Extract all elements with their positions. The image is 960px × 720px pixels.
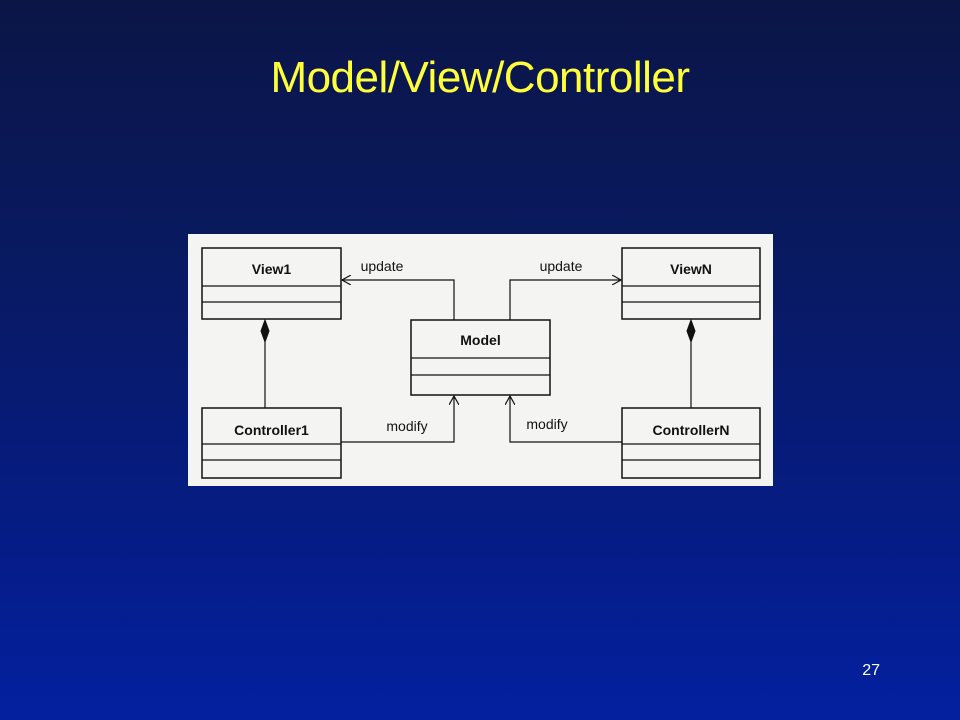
model-class-name: Model (460, 332, 500, 348)
controllerN-class: ControllerN (621, 407, 761, 479)
update-label-left: update (361, 258, 404, 274)
page-number: 27 (862, 662, 880, 679)
view1-class: View1 (201, 247, 342, 320)
update-edge-left: update (342, 258, 455, 320)
view1-controller1-composition (260, 318, 270, 408)
controllerN-class-name: ControllerN (653, 422, 730, 438)
mvc-class-diagram: View1 ViewN Model Controller1 (188, 234, 773, 486)
update-edge-right: update (509, 258, 621, 320)
controller1-class: Controller1 (201, 407, 342, 479)
controller1-class-name: Controller1 (234, 422, 309, 438)
viewN-controllerN-composition (686, 318, 696, 408)
viewN-class: ViewN (621, 247, 761, 320)
modify-label-left: modify (386, 418, 427, 434)
slide-title: Model/View/Controller (270, 53, 690, 102)
viewN-class-name: ViewN (670, 261, 712, 277)
modify-edge-left: modify (341, 396, 454, 443)
modify-edge-right: modify (510, 396, 622, 443)
model-class: Model (410, 319, 551, 396)
modify-label-right: modify (526, 416, 567, 432)
view1-class-name: View1 (252, 261, 292, 277)
update-label-right: update (540, 258, 583, 274)
